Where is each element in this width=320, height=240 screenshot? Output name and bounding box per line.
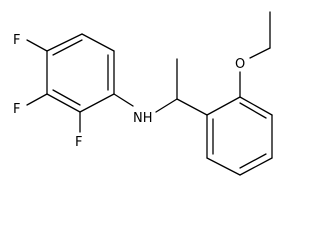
structure-diagram: F F F NH O: [13, 11, 273, 176]
amine-linker: [113, 58, 208, 116]
molecule-drawing: F F F NH O: [13, 11, 273, 176]
ethoxyphenyl-ring: [206, 96, 273, 176]
fluorine-label-middle: F: [13, 102, 20, 117]
oxygen-label: O: [235, 57, 245, 72]
trifluorophenyl-ring: [46, 33, 115, 113]
fluorine-label-top: F: [13, 33, 20, 48]
amine-label: NH: [133, 111, 153, 126]
fluorine-bonds: [26, 39, 81, 133]
ethoxy-group: [239, 11, 271, 98]
fluorine-label-bottom: F: [75, 135, 82, 150]
